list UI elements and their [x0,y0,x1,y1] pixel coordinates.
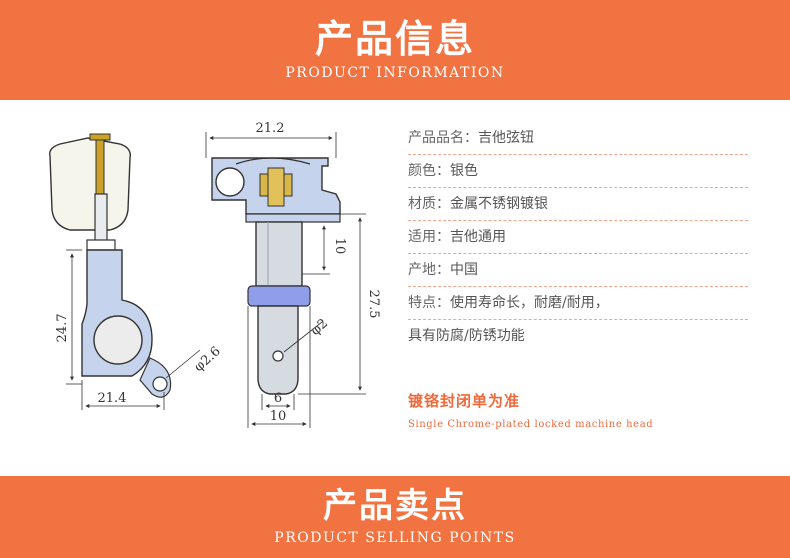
footer-band: 产品卖点 PRODUCT SELLING POINTS [0,476,790,558]
gear-cap [93,315,143,365]
spec-row-features-continued: 具有防腐/防锈功能 [408,328,525,344]
string-post [255,221,303,287]
header-title: 产品信息 [314,17,475,62]
tuner-technical-drawing: 24.7 21.4 φ2.6 21.2 10 27.5 φ2 6 [49,121,381,428]
dim-left-height: 24.7 [55,314,70,343]
tuner-button-shape [49,137,131,231]
dim-bottom-left: 21.4 [98,391,127,406]
spec-row-origin: 产地：中国 [408,254,748,287]
spec-row-material: 材质：金属不锈钢镀银 [408,188,748,221]
spec-row-color: 颜色：银色 [408,155,748,188]
dim-hole: φ2.6 [192,344,224,375]
mount-hole [152,376,168,392]
string-hole [272,350,284,362]
dim-total: 27.5 [366,290,381,319]
spec-list: 产品品名：吉他弦钮 颜色：银色 材质：金属不锈钢镀银 适用：吉他通用 产地：中国… [408,122,748,352]
header-subtitle: PRODUCT INFORMATION [285,64,505,81]
feature-note: 镀铬封闭单为准 Single Chrome-plated locked mach… [408,390,768,430]
spec-row-features: 特点：使用寿命长，耐磨/耐用， [408,287,748,320]
bushing [247,285,311,307]
feature-subtitle: Single Chrome-plated locked machine head [408,419,654,430]
section-gear [267,167,285,207]
header-band: 产品信息 PRODUCT INFORMATION [0,0,790,100]
dim-top: 21.2 [256,121,285,136]
feature-title: 镀铬封闭单为准 [408,392,521,410]
spec-row-usage: 适用：吉他通用 [408,221,748,254]
dim-post-upper: 10 [332,238,347,255]
gold-screw [95,137,105,195]
footer-subtitle: PRODUCT SELLING POINTS [274,529,516,546]
dim-post-dia: φ2 [308,316,331,339]
dim-post-width: 6 [274,391,282,406]
section-wheel [215,167,245,197]
dim-base-width: 10 [270,409,287,424]
footer-title: 产品卖点 [323,486,467,527]
spec-row-name: 产品品名：吉他弦钮 [408,122,748,155]
